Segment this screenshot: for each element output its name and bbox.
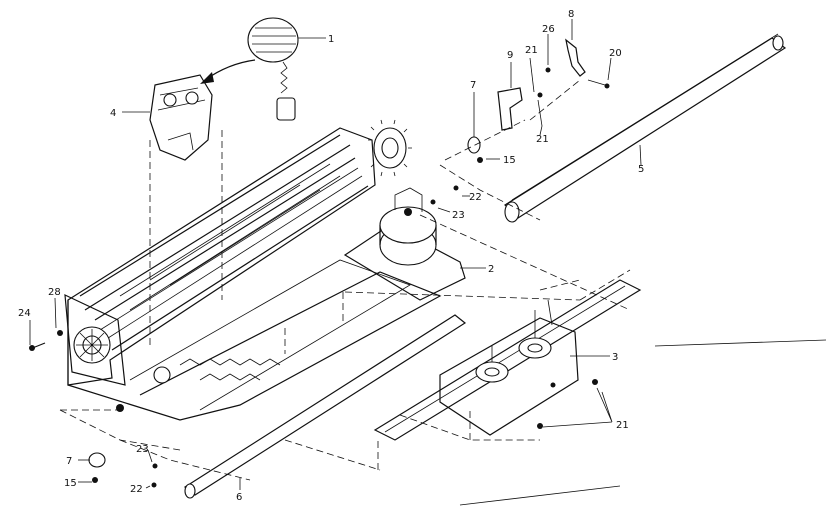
alignment-lines <box>59 79 631 481</box>
lower-rod-part-6 <box>183 314 467 499</box>
callout-15-lower: 15 <box>64 478 77 489</box>
upper-right-small-parts <box>430 38 610 205</box>
head-carrier-part-4 <box>149 59 256 161</box>
callout-5: 5 <box>638 164 644 175</box>
callout-6: 6 <box>236 492 242 503</box>
callout-22-lower: 22 <box>130 484 143 495</box>
callout-22-upper: 22 <box>469 192 482 203</box>
callout-20: 20 <box>609 48 622 59</box>
callout-1: 1 <box>328 34 334 45</box>
callout-3: 3 <box>612 352 618 363</box>
callout-23-lower: 23 <box>136 444 149 455</box>
platen-rod-part-5 <box>504 33 787 223</box>
callout-7-lower: 7 <box>66 456 72 467</box>
leader-lines <box>29 19 642 490</box>
callout-23-upper: 23 <box>452 210 465 221</box>
callout-4: 4 <box>110 108 116 119</box>
margin-line-bottom <box>459 485 621 506</box>
callout-9: 9 <box>507 50 513 61</box>
carriage-assembly-part-3 <box>373 279 642 441</box>
callout-15-upper: 15 <box>503 155 516 166</box>
callout-28: 28 <box>48 287 61 298</box>
callout-26: 26 <box>542 24 555 35</box>
margin-line-right <box>654 339 827 347</box>
callout-8: 8 <box>568 9 574 20</box>
callout-2: 2 <box>488 264 494 275</box>
callout-24: 24 <box>18 308 31 319</box>
callout-21-top: 21 <box>525 45 538 56</box>
motor-assembly-part-2 <box>343 187 466 301</box>
print-head-part-1 <box>247 17 299 121</box>
main-frame-assembly <box>57 127 442 421</box>
callout-labels: 1 2 3 4 5 6 7 7 8 9 15 15 20 21 21 21 22… <box>18 9 644 503</box>
lower-left-small-parts <box>29 342 158 488</box>
callout-7-upper: 7 <box>470 80 476 91</box>
callout-21-middle: 21 <box>536 134 549 145</box>
platen-gear <box>368 119 412 177</box>
callout-21-lower: 21 <box>616 420 629 431</box>
